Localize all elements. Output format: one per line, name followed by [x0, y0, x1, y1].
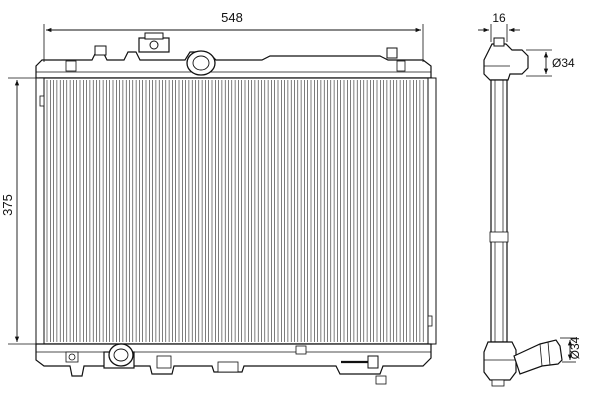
radiator-core: [35, 77, 437, 345]
radiator-front-view: 548 375: [0, 10, 437, 385]
lower-hose-pipe: [103, 343, 135, 369]
side-core: [490, 79, 508, 343]
height-dimension-label: 375: [0, 194, 15, 216]
lower-pipe-diameter-dimension: Ø34: [560, 336, 582, 363]
bottom-tank: [35, 343, 432, 385]
height-dimension: 375: [0, 77, 36, 345]
upper-pipe-diameter-dimension: Ø34: [526, 49, 575, 77]
width-dimension: 548: [43, 10, 424, 62]
radiator-side-view: 16 Ø34 Ø34: [478, 11, 582, 387]
lower-pipe-diameter-label: Ø34: [568, 336, 582, 359]
filler-cap: [138, 32, 170, 53]
upper-pipe-diameter-label: Ø34: [552, 56, 575, 70]
side-upper-tank: [483, 37, 529, 81]
upper-hose-pipe: [186, 50, 216, 76]
thickness-dimension-label: 16: [492, 11, 506, 25]
side-lower-tank: [483, 341, 517, 387]
thickness-dimension: 16: [478, 11, 520, 42]
top-tank: [35, 45, 432, 79]
core-fins: [46, 80, 424, 342]
width-dimension-label: 548: [221, 10, 243, 25]
side-lower-pipe: [513, 339, 563, 375]
